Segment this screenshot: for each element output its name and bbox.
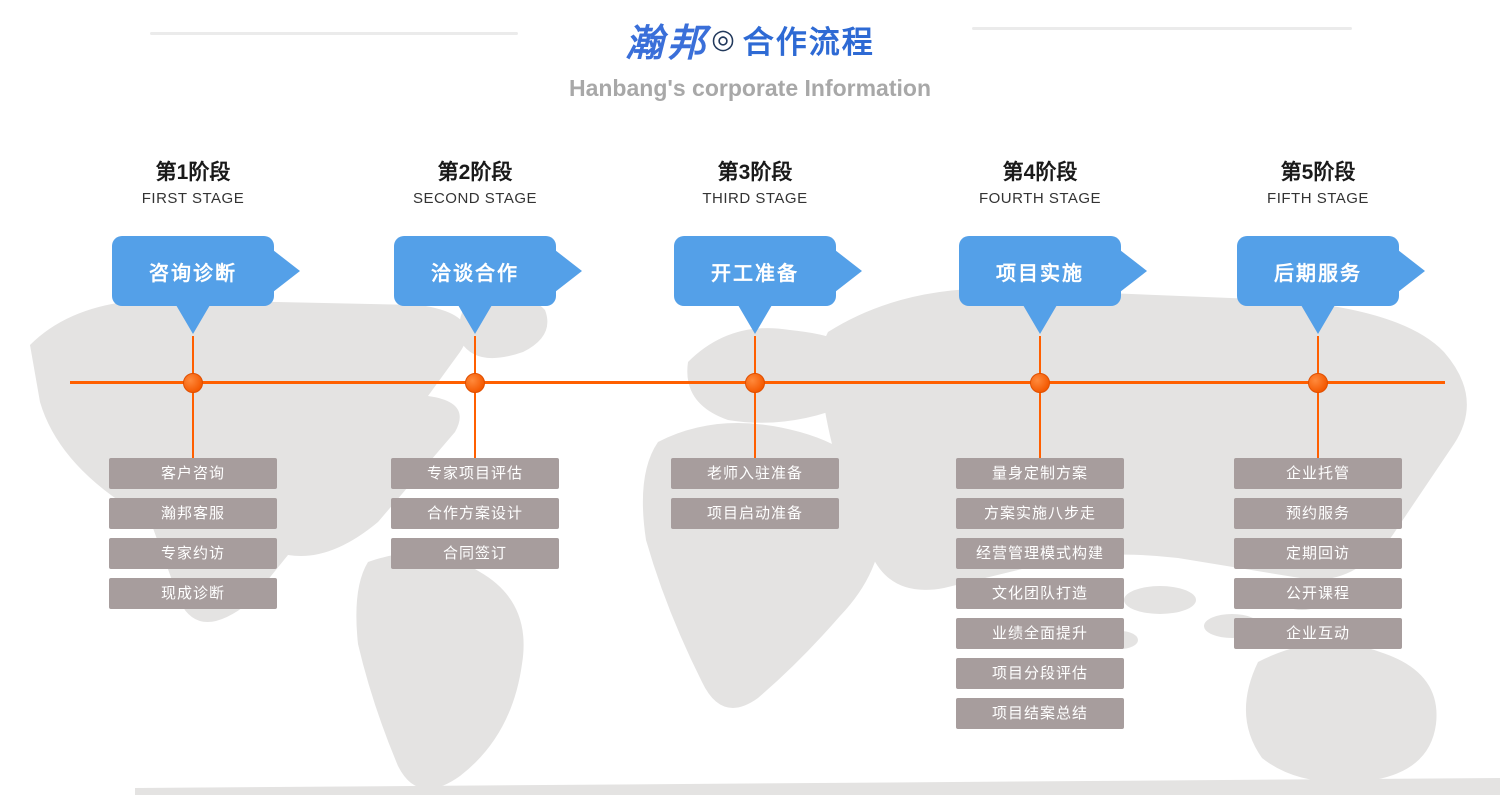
arrow-right-icon	[1398, 250, 1425, 292]
process-item: 客户咨询	[109, 458, 277, 489]
pointer-down-icon	[738, 305, 772, 334]
process-item: 专家约访	[109, 538, 277, 569]
process-item: 企业互动	[1234, 618, 1402, 649]
page-subtitle: Hanbang's corporate Information	[568, 75, 931, 101]
process-item: 预约服务	[1234, 498, 1402, 529]
process-item: 业绩全面提升	[956, 618, 1124, 649]
process-item: 项目结案总结	[956, 698, 1124, 729]
stage-label: 第5阶段	[1280, 161, 1356, 184]
stage-label: 第2阶段	[437, 161, 513, 184]
stage-bubble: 项目实施	[959, 236, 1147, 334]
stage-label-en: FOURTH STAGE	[978, 190, 1102, 207]
stage-column-3: 第3阶段 THIRD STAGE 开工准备 老师入驻准备 项目启动准备	[640, 158, 870, 529]
pointer-down-icon	[1301, 305, 1335, 334]
section-header: 瀚邦◎合作流程 Hanbang's corporate Information	[0, 0, 1500, 102]
item-list: 老师入驻准备 项目启动准备	[671, 458, 839, 538]
stage-label: 第4阶段	[1002, 161, 1078, 184]
title-row: 瀚邦◎合作流程	[0, 0, 1500, 67]
stage-column-4: 第4阶段 FOURTH STAGE 项目实施 量身定制方案 方案实施八步走 经营…	[925, 158, 1155, 729]
arrow-right-icon	[273, 250, 300, 292]
connector-line	[754, 336, 756, 458]
timeline-node	[1308, 373, 1328, 393]
item-list: 量身定制方案 方案实施八步走 经营管理模式构建 文化团队打造 业绩全面提升 项目…	[956, 458, 1124, 738]
process-item: 老师入驻准备	[671, 458, 839, 489]
process-item: 文化团队打造	[956, 578, 1124, 609]
item-list: 专家项目评估 合作方案设计 合同签订	[391, 458, 559, 578]
timeline-node	[465, 373, 485, 393]
timeline-node	[1030, 373, 1050, 393]
connector-line	[1039, 336, 1041, 458]
bubble-label: 项目实施	[996, 262, 1084, 285]
bubble-label: 开工准备	[711, 262, 799, 285]
process-item: 方案实施八步走	[956, 498, 1124, 529]
stage-label-en: THIRD STAGE	[702, 190, 808, 207]
decor-line-left	[150, 32, 518, 35]
timeline-node	[745, 373, 765, 393]
connector-line	[474, 336, 476, 458]
connector-line	[1317, 336, 1319, 458]
stage-bubble: 后期服务	[1237, 236, 1425, 334]
process-item: 专家项目评估	[391, 458, 559, 489]
stage-column-5: 第5阶段 FIFTH STAGE 后期服务 企业托管 预约服务 定期回访 公开课…	[1203, 158, 1433, 649]
stage-bubble: 洽谈合作	[394, 236, 582, 334]
process-item: 项目启动准备	[671, 498, 839, 529]
item-list: 客户咨询 瀚邦客服 专家约访 现成诊断	[109, 458, 277, 618]
process-item: 项目分段评估	[956, 658, 1124, 689]
bubble-label: 洽谈合作	[431, 262, 519, 285]
stage-label: 第3阶段	[717, 161, 793, 184]
stage-label: 第1阶段	[155, 161, 231, 184]
process-item: 现成诊断	[109, 578, 277, 609]
stage-bubble: 咨询诊断	[112, 236, 300, 334]
arrow-right-icon	[555, 250, 582, 292]
process-item: 公开课程	[1234, 578, 1402, 609]
pointer-down-icon	[458, 305, 492, 334]
page-title: 合作流程	[742, 25, 875, 60]
connector-line	[192, 336, 194, 458]
timeline-node	[183, 373, 203, 393]
bubble-label: 咨询诊断	[149, 262, 237, 285]
process-item: 经营管理模式构建	[956, 538, 1124, 569]
stage-label-en: SECOND STAGE	[412, 190, 538, 207]
stage-bubble: 开工准备	[674, 236, 862, 334]
process-item: 合作方案设计	[391, 498, 559, 529]
logo-mark-icon: ◎	[711, 24, 735, 54]
stage-label-en: FIFTH STAGE	[1267, 190, 1369, 207]
stage-label-en: FIRST STAGE	[141, 190, 245, 207]
process-item: 瀚邦客服	[109, 498, 277, 529]
stage-column-2: 第2阶段 SECOND STAGE 洽谈合作 专家项目评估 合作方案设计 合同签…	[360, 158, 590, 569]
process-item: 定期回访	[1234, 538, 1402, 569]
brand-logo: 瀚邦	[625, 20, 710, 65]
arrow-right-icon	[835, 250, 862, 292]
process-item: 企业托管	[1234, 458, 1402, 489]
process-item: 合同签订	[391, 538, 559, 569]
pointer-down-icon	[1023, 305, 1057, 334]
decor-line-right	[972, 27, 1352, 30]
item-list: 企业托管 预约服务 定期回访 公开课程 企业互动	[1234, 458, 1402, 658]
process-item: 量身定制方案	[956, 458, 1124, 489]
pointer-down-icon	[176, 305, 210, 334]
bubble-label: 后期服务	[1274, 262, 1362, 285]
stage-column-1: 第1阶段 FIRST STAGE 咨询诊断 客户咨询 瀚邦客服 专家约访 现成诊…	[78, 158, 308, 609]
arrow-right-icon	[1120, 250, 1147, 292]
